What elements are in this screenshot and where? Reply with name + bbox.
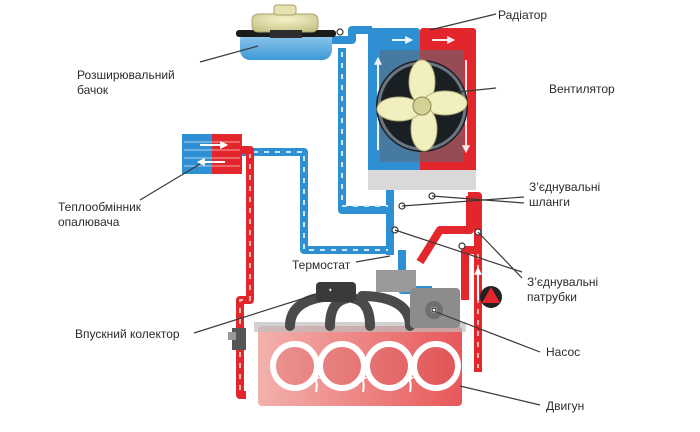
label-engine: Двигун [546,399,584,414]
label-engine-text: Двигун [546,399,585,413]
radiator-upper-hose [416,196,474,265]
temperature-sensor [228,328,246,350]
label-expansion-tank-line2: бачок [77,83,109,97]
engine-block [254,322,466,406]
label-radiator-text: Радіатор [498,8,548,22]
label-heater-core: Теплообмінник опалювача [58,200,141,230]
leader-fan [457,87,497,93]
tank-to-radiator-pipe [332,26,372,44]
expansion-tank [236,4,336,60]
label-intake-manifold-text: Впускний колектор [75,327,180,341]
fan [376,59,468,152]
label-expansion-tank-line1: Розширювальний [77,68,175,82]
fan-switch-icon [480,286,502,308]
leader-pump [435,311,541,353]
leader-lines [139,13,541,406]
label-heater-core-line1: Теплообмінник [58,200,142,214]
leader-engine [459,385,541,406]
leader-pipes-b [477,231,523,279]
label-expansion-tank: Розширювальний бачок [77,68,175,98]
leader-heater [139,163,201,201]
label-intake-manifold: Впускний колектор [75,327,180,342]
manifold-plenum [316,282,356,302]
label-pump: Насос [546,345,580,360]
tank-return-pipe [338,48,392,214]
label-hoses-line2: шланги [529,195,571,209]
label-pump-text: Насос [546,345,581,359]
leader-pipes-a [394,229,523,273]
label-thermostat: Термостат [292,258,350,273]
label-radiator: Радіатор [498,8,547,23]
leader-manifold [193,289,331,334]
label-fan: Вентилятор [549,82,615,97]
leader-thermostat [355,255,391,263]
label-hoses-line1: З’єднувальні [529,180,601,194]
leader-hoses-a [401,196,525,207]
label-heater-core-line2: опалювача [58,215,120,229]
label-pipes-line2: патрубки [527,290,577,304]
leader-radiator [429,13,497,31]
label-fan-text: Вентилятор [549,82,615,96]
heater-core [182,134,242,174]
label-pipes-line1: З’єднувальні [527,275,599,289]
label-thermostat-text: Термостат [292,258,351,272]
label-hoses: З’єднувальні шланги [529,180,600,210]
label-pipes: З’єднувальні патрубки [527,275,598,305]
engine-to-heater-pipe [236,146,254,399]
leader-tank [199,45,259,63]
leader-hoses-b [431,195,525,204]
